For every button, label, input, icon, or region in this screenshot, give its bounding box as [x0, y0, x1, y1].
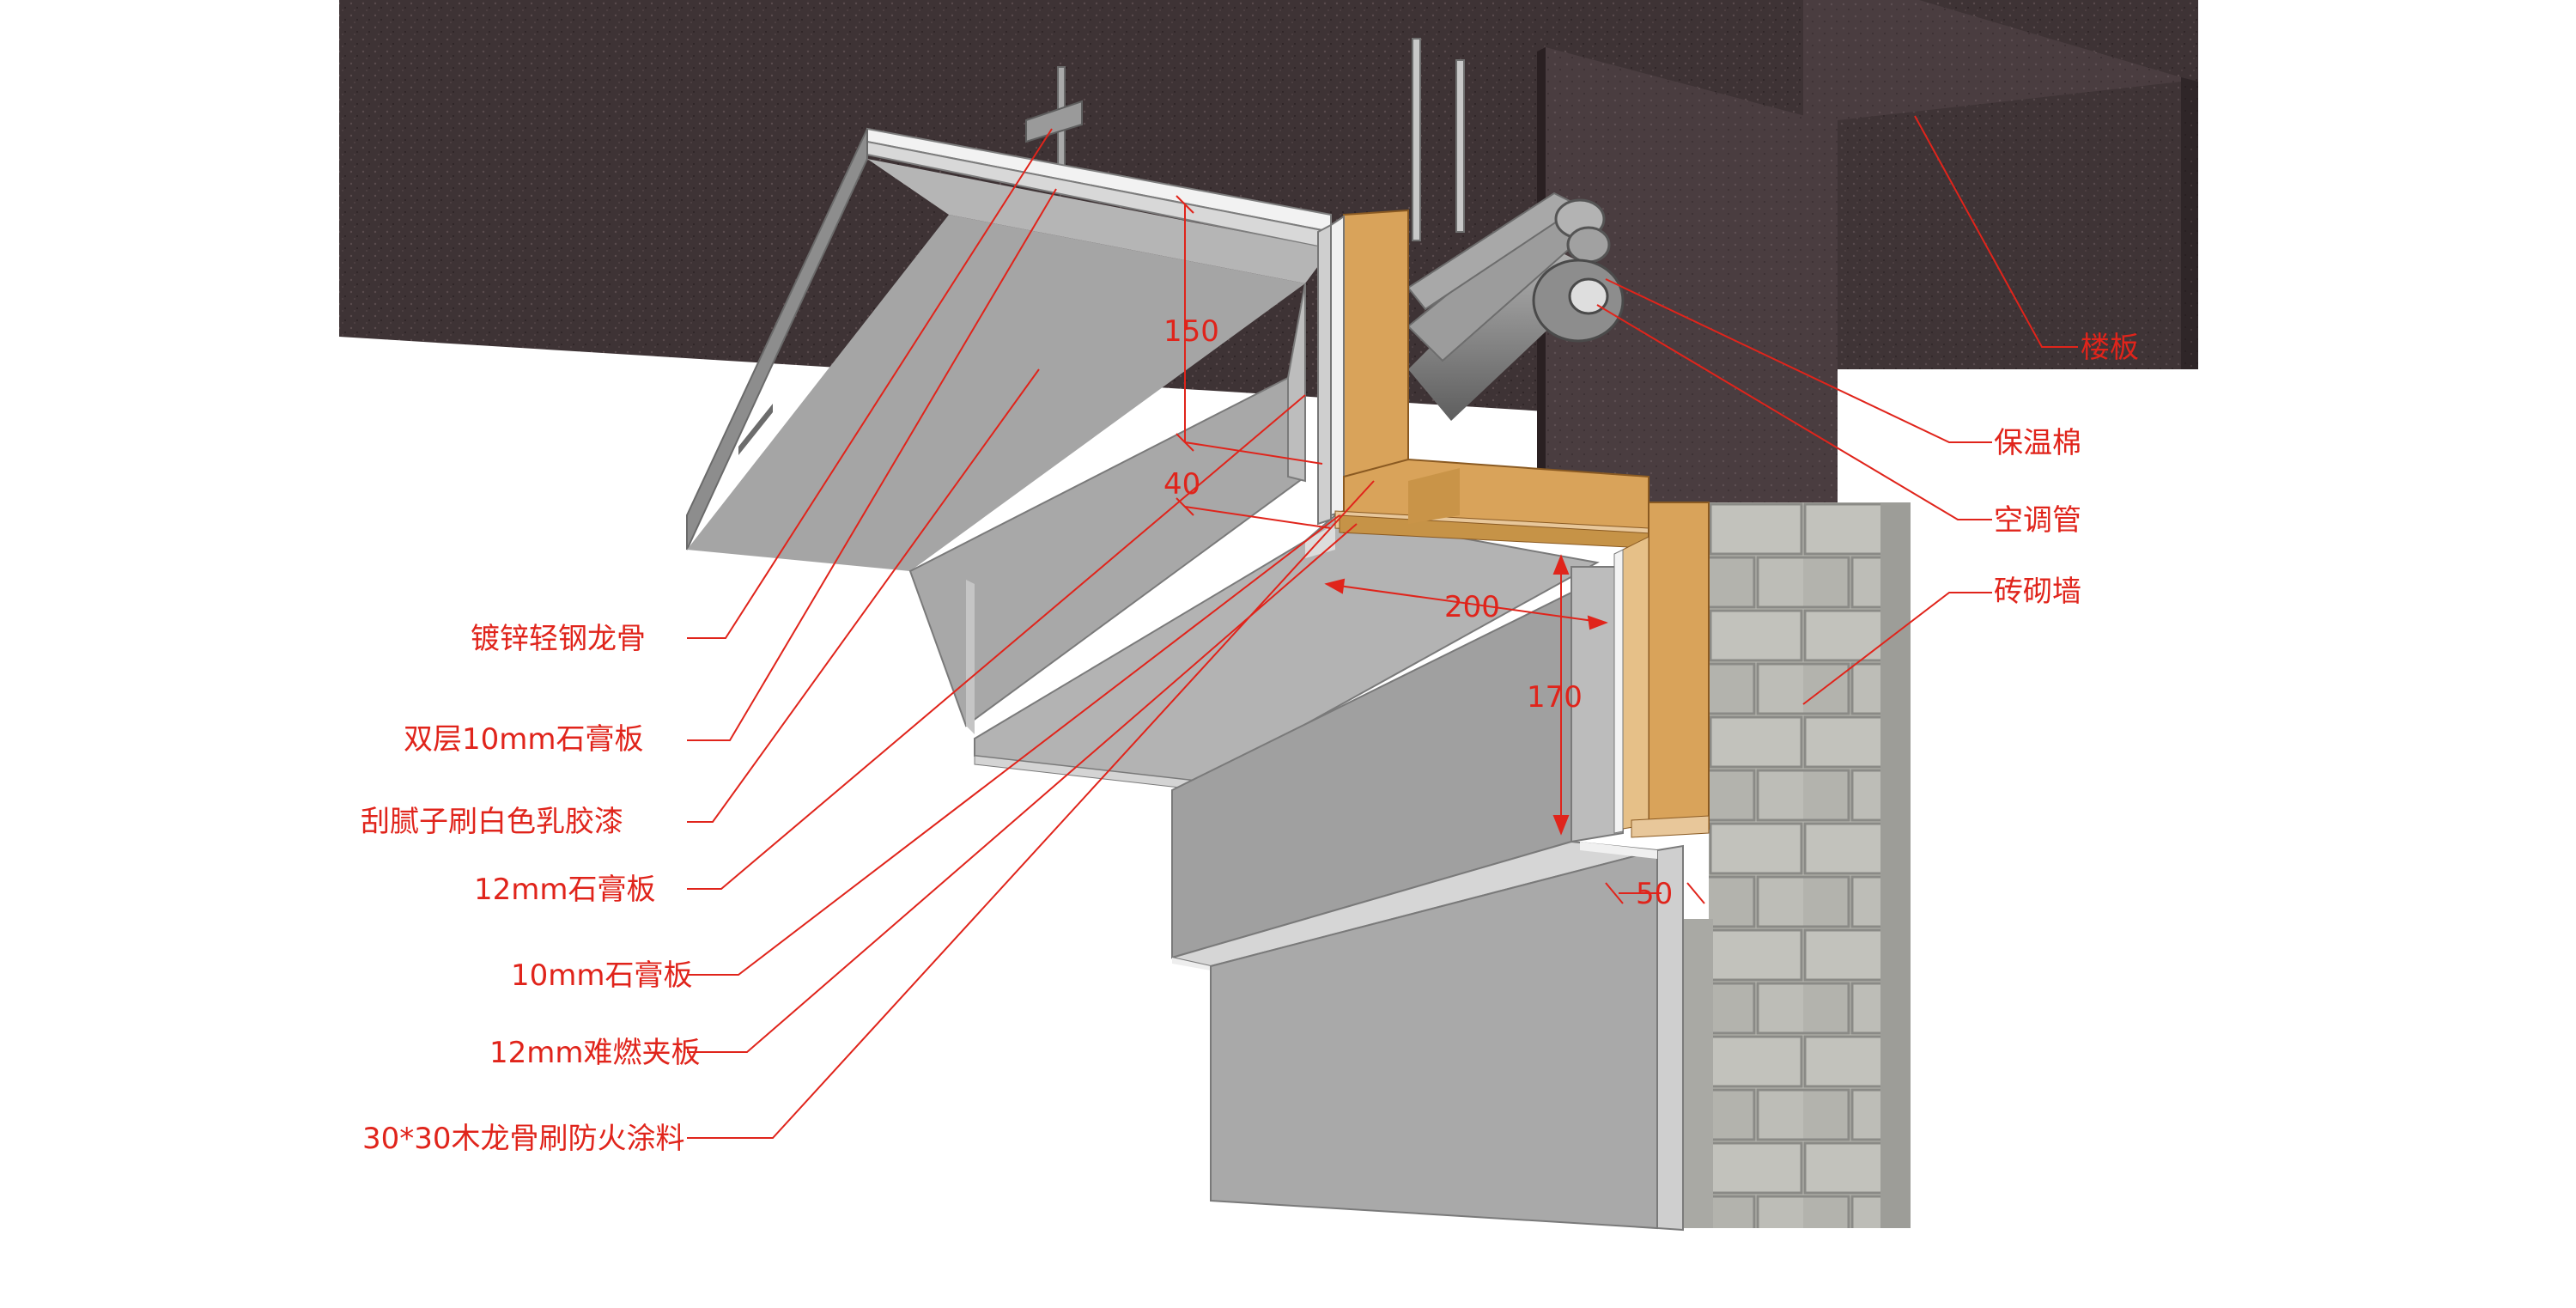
dim-200: 200: [1444, 590, 1500, 624]
dimension-lines: [1176, 195, 1705, 904]
leader-insulation: [1605, 278, 1992, 443]
leader-brick-wall: [1802, 592, 1992, 705]
leader-ac-pipe: [1596, 304, 1992, 520]
label-brick-wall: 砖砌墙: [1994, 575, 2081, 609]
hanger-rods: [1025, 38, 1465, 241]
wood-keel-profile: [1317, 209, 1710, 838]
label-putty-paint: 刮腻子刷白色乳胶漆: [361, 805, 623, 839]
dim-170: 170: [1527, 680, 1583, 715]
label-gypsum-10: 10mm石膏板: [511, 958, 693, 993]
leader-gypsum-12: [687, 394, 1306, 890]
dim-40: 40: [1163, 467, 1200, 502]
dim-50: 50: [1636, 877, 1673, 911]
leader-lines: [687, 115, 2078, 1139]
label-plywood-12: 12mm难燃夹板: [489, 1036, 701, 1070]
labels-left: 镀锌轻钢龙骨 双层10mm石膏板 刮腻子刷白色乳胶漆 12mm石膏板 10mm石…: [361, 622, 701, 1156]
label-wood-keel: 30*30木龙骨刷防火涂料: [362, 1122, 685, 1156]
labels-right: 楼板 保温棉 空调管 砖砌墙: [1994, 331, 2139, 609]
dimension-texts: 150 40 200 170 50: [1163, 314, 1673, 911]
label-insulation: 保温棉: [1994, 426, 2081, 460]
upper-ceiling-board: [686, 127, 1332, 571]
leader-wood-keel: [687, 480, 1375, 1139]
label-ac-pipe: 空调管: [1994, 503, 2081, 538]
label-double-gypsum: 双层10mm石膏板: [404, 722, 644, 757]
stepped-gypsum-body: [908, 283, 1684, 1232]
ac-pipe-shape: [1406, 192, 1625, 421]
label-gypsum-12: 12mm石膏板: [474, 873, 656, 907]
leader-double-gypsum: [687, 188, 1057, 741]
leader-floor-slab: [1914, 115, 2078, 348]
label-floor-slab: 楼板: [2081, 331, 2139, 365]
leader-gypsum-10: [687, 514, 1340, 976]
dim-150: 150: [1163, 314, 1219, 349]
brick-wall-shape: [1674, 502, 1911, 1228]
label-steel-keel: 镀锌轻钢龙骨: [471, 622, 646, 656]
leader-steel-keel: [687, 128, 1053, 639]
leader-plywood-12: [687, 523, 1358, 1053]
leader-putty-paint: [687, 368, 1040, 823]
